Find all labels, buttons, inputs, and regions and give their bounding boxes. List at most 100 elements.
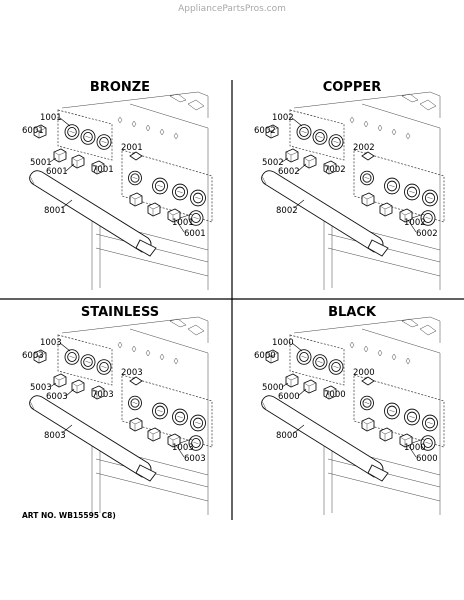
- control-knob: [422, 189, 438, 207]
- leader-line: [61, 199, 73, 209]
- callout-knob-front-b: 6002: [416, 229, 438, 239]
- control-knob: [188, 210, 204, 226]
- control-knob: [360, 395, 374, 411]
- callout-knob-front: 1001: [172, 218, 194, 228]
- lower-panel-outline: [121, 374, 213, 448]
- callout-knob-small: 5003: [30, 383, 52, 393]
- leader-line: [49, 157, 57, 163]
- control-knob: [190, 189, 206, 207]
- range-body: [61, 316, 209, 515]
- leader-line: [179, 438, 193, 444]
- small-knob: [399, 208, 413, 223]
- leader-line: [59, 342, 71, 352]
- callout-bezel: 2003: [121, 368, 143, 378]
- callout-knob-small: 5002: [262, 158, 284, 168]
- small-knob: [53, 148, 67, 163]
- callout-knob-front: 1003: [172, 443, 194, 453]
- lower-panel-outline: [353, 374, 445, 448]
- callout-handle: 8002: [276, 206, 298, 216]
- callout-knob-small-b: 6001: [46, 167, 68, 177]
- callout-knob-front: 1002: [404, 218, 426, 228]
- control-knob: [420, 435, 436, 451]
- control-knob: [190, 414, 206, 432]
- control-knob: [384, 402, 400, 420]
- art-number: ART NO. WB15595 C8): [22, 511, 116, 520]
- callout-knob-front-b: 6001: [184, 229, 206, 239]
- small-knob: [147, 427, 161, 442]
- callout-knob-top: 1002: [272, 113, 294, 123]
- small-knob: [167, 208, 181, 223]
- leader-line: [407, 444, 417, 458]
- control-knob: [128, 170, 142, 186]
- leader-line: [291, 342, 303, 352]
- bezel: [361, 376, 375, 386]
- callout-knob-small: 5001: [30, 158, 52, 168]
- oven-door-handle: [261, 170, 389, 257]
- callout-knob-top: 1003: [40, 338, 62, 348]
- leader-line: [65, 388, 75, 397]
- control-knob: [312, 354, 328, 370]
- oven-door-handle: [261, 395, 389, 482]
- small-knob: [303, 379, 317, 394]
- callout-bezel: 2001: [121, 143, 143, 153]
- small-knob: [71, 154, 85, 169]
- callout-knob-mid: 7003: [92, 390, 114, 400]
- control-knob: [128, 395, 142, 411]
- small-knob: [323, 385, 337, 400]
- callout-knob-mid: 7000: [324, 390, 346, 400]
- upper-panel-outline: [289, 109, 345, 161]
- quadrant-title: STAINLESS: [81, 305, 159, 320]
- leader-line: [175, 219, 185, 233]
- small-knob: [71, 379, 85, 394]
- callout-knob-mid: 7001: [92, 165, 114, 175]
- leader-line: [293, 199, 305, 209]
- upper-panel-outline: [57, 334, 113, 386]
- bezel: [129, 151, 143, 161]
- upper-panel-outline: [57, 109, 113, 161]
- leader-line: [281, 157, 289, 163]
- leader-line: [267, 130, 275, 133]
- small-knob: [129, 192, 143, 207]
- leader-line: [65, 163, 75, 172]
- small-knob: [361, 192, 375, 207]
- callout-knob-side: 6000: [254, 351, 276, 361]
- leader-line: [49, 382, 57, 388]
- quadrant-title: BLACK: [328, 305, 377, 320]
- callout-knob-side: 6003: [22, 351, 44, 361]
- callout-knob-top: 1000: [272, 338, 294, 348]
- control-knob: [96, 134, 112, 150]
- control-knob: [420, 210, 436, 226]
- control-knob: [152, 177, 168, 195]
- leader-line: [411, 213, 425, 219]
- callout-knob-side: 6002: [254, 126, 276, 136]
- control-knob: [328, 134, 344, 150]
- small-knob: [323, 160, 337, 175]
- lower-panel-outline: [353, 149, 445, 223]
- control-knob: [172, 408, 188, 426]
- control-knob: [152, 402, 168, 420]
- control-knob: [64, 349, 80, 365]
- callout-knob-front-b: 6003: [184, 454, 206, 464]
- control-knob: [80, 129, 96, 145]
- small-knob: [285, 148, 299, 163]
- oven-door-handle: [29, 170, 157, 257]
- callout-knob-top: 1001: [40, 113, 62, 123]
- callout-knob-front-b: 6000: [416, 454, 438, 464]
- leader-line: [407, 219, 417, 233]
- watermark: AppliancePartsPros.com: [178, 4, 286, 14]
- control-knob: [404, 183, 420, 201]
- small-knob: [285, 373, 299, 388]
- control-knob: [96, 359, 112, 375]
- callout-knob-small: 5000: [262, 383, 284, 393]
- range-body: [293, 91, 441, 290]
- oven-door-handle: [29, 395, 157, 482]
- control-knob: [360, 170, 374, 186]
- callout-knob-small-b: 6003: [46, 392, 68, 402]
- leader-line: [59, 117, 71, 127]
- upper-panel-outline: [289, 334, 345, 386]
- control-knob: [312, 129, 328, 145]
- leader-line: [175, 444, 185, 458]
- leader-line: [35, 130, 43, 133]
